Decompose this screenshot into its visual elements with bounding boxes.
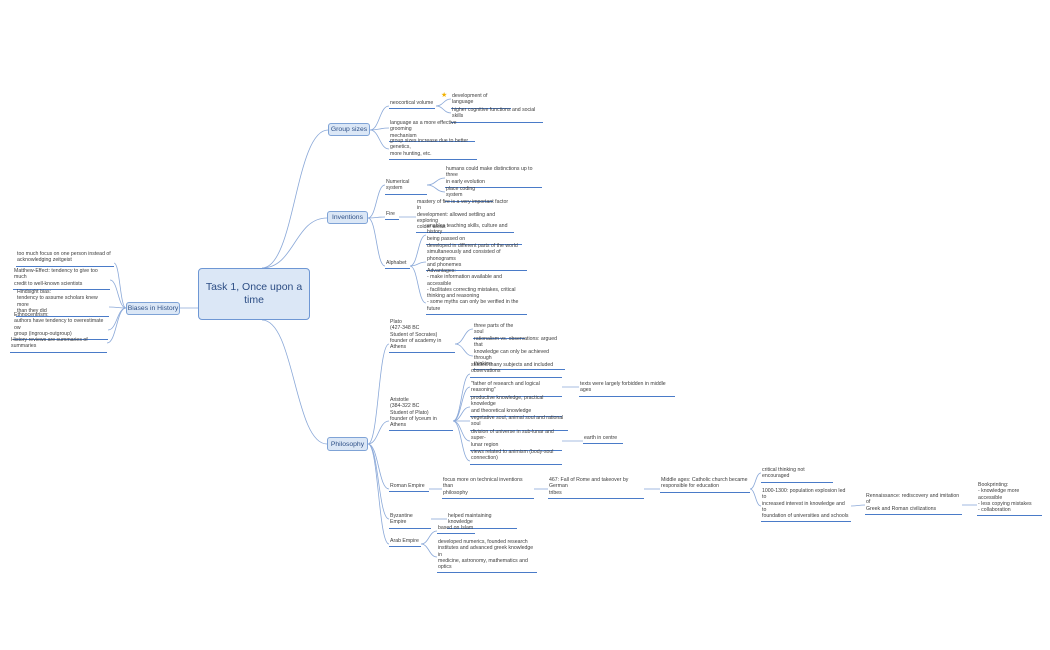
connector-line (409, 265, 427, 304)
node-division-universe[interactable]: division of universe in sub-lunar and su… (470, 429, 562, 451)
root-node-title[interactable]: Task 1, Once upon a time (198, 268, 310, 320)
connector-line (109, 279, 127, 309)
connector-line (106, 307, 127, 344)
connector-line (454, 328, 474, 345)
connector-root-philosophy (261, 319, 328, 445)
node-population-explosion[interactable]: 1000-1300: population explosion led to i… (761, 488, 851, 523)
node-critical-thinking[interactable]: critical thinking not encouraged (761, 467, 833, 483)
node-group-sizes-increase[interactable]: group sizes increase due to better genet… (389, 138, 477, 160)
branch-inventions[interactable]: Inventions (327, 211, 368, 224)
node-rationalism[interactable]: rationalism vs. observations: argued tha… (473, 336, 565, 371)
connector-line (107, 307, 127, 331)
node-fall-of-rome[interactable]: 467: Fall of Rome and takeover by German… (548, 477, 644, 499)
connector-line (452, 420, 471, 442)
node-advantages[interactable]: Advantages: - make information available… (426, 268, 527, 316)
node-plato[interactable]: Plato (427-348 BC Student of Socrates) f… (389, 319, 455, 354)
node-bookprinting[interactable]: Bookprinting: - knowledge more accessibl… (977, 482, 1042, 517)
connector-line (850, 504, 866, 507)
connector-root-inventions (261, 217, 328, 269)
node-place-coding-system[interactable]: place coding system (445, 186, 493, 202)
connector-line (367, 443, 390, 520)
connector-line (452, 373, 471, 422)
node-based-on-islam[interactable]: based on Islam (437, 525, 475, 535)
connector-line (452, 386, 471, 422)
node-bias-hindsight[interactable]: Hindsight bias: tendency to assume schol… (16, 289, 109, 318)
node-animism[interactable]: views related to animism (body-soul conn… (470, 449, 562, 465)
node-vegetative-soul[interactable]: vegetative soul, animal soul and rationa… (470, 415, 568, 431)
node-texts-forbidden[interactable]: texts were largely forbidden in middle a… (579, 381, 675, 397)
node-fire-detail[interactable]: mastery of fire is a very important fact… (416, 199, 514, 234)
node-language-grooming[interactable]: language as a more effective grooming me… (389, 120, 475, 142)
connector-line (113, 262, 127, 309)
node-developed-parts-world[interactable]: developed in different parts of the worl… (426, 243, 527, 272)
node-teaching-skills[interactable]: enables teaching skills, culture and his… (426, 223, 522, 245)
connector-line (367, 420, 390, 445)
connector-line (369, 129, 390, 150)
connector-line (420, 530, 438, 545)
node-father-of-research[interactable]: "father of research and logical reasonin… (470, 381, 562, 397)
node-middle-ages[interactable]: Middle ages: Catholic church became resp… (660, 477, 750, 493)
node-development-of-language[interactable]: development of language (451, 93, 511, 109)
connector-line (749, 472, 762, 490)
node-bias-ethnocentrism[interactable]: Ethnocentrism: authors have tendency to … (13, 312, 108, 341)
node-roman-empire[interactable]: Roman Empire (389, 483, 429, 493)
connector-line (452, 420, 471, 462)
node-byzantine-empire[interactable]: Byzantine Empire (389, 513, 431, 529)
connector-line (369, 105, 390, 131)
node-helped-maintaining[interactable]: helped maintaining knowledge (447, 513, 517, 529)
node-neocortical-volume[interactable]: neocortical volume (389, 100, 435, 110)
connector-line (452, 406, 471, 422)
connector-line (367, 343, 390, 445)
node-higher-cognitive-functions[interactable]: higher cognitive functions and social sk… (451, 107, 543, 123)
connector-line (367, 184, 386, 219)
connector-line (367, 217, 386, 267)
node-aristotle[interactable]: Aristotle (384-322 BC Student of Plato) … (389, 397, 453, 432)
node-fire[interactable]: Fire (385, 211, 399, 221)
node-renaissance[interactable]: Rennaissance: rediscovery and imitation … (865, 493, 962, 515)
node-three-parts-soul[interactable]: three parts of the soul (473, 323, 525, 339)
node-bias-zeitgeist[interactable]: too much focus on one person instead of … (16, 251, 114, 267)
connector-line (367, 216, 386, 219)
node-arab-empire[interactable]: Arab Empire (389, 538, 421, 548)
branch-philosophy[interactable]: Philosophy (327, 437, 368, 451)
node-developed-numerics[interactable]: developed numerics, founded research ins… (437, 539, 537, 574)
node-alphabet[interactable]: Alphabet (385, 260, 410, 270)
node-earth-in-centre[interactable]: earth in centre (583, 435, 623, 445)
connector-line (409, 261, 427, 267)
node-history-reviews[interactable]: History reviews are summaries of summari… (10, 337, 107, 353)
connector-line (367, 443, 390, 545)
connector-line (409, 234, 427, 267)
connector-root-group-sizes (261, 129, 329, 269)
node-distinctions-three[interactable]: humans could make distinctions up to thr… (445, 166, 542, 188)
node-numerical-system[interactable]: Numerical system (385, 179, 427, 195)
connector-line (749, 488, 762, 507)
node-bias-matthew-effect[interactable]: Matthew-Effect: tendency to give too muc… (13, 268, 110, 290)
node-technical-inventions[interactable]: focus more on technical inventions than … (442, 477, 534, 499)
connector-line (454, 343, 474, 357)
connector-line (426, 177, 446, 186)
node-studied-subjects[interactable]: studied many subjects and included obser… (470, 362, 562, 378)
branch-group-sizes[interactable]: Group sizes (328, 123, 370, 136)
connector-line (420, 543, 438, 558)
connector-line (426, 184, 446, 193)
connector-line (435, 98, 452, 107)
node-productive-knowledge[interactable]: productive knowledge, practical knowledg… (470, 395, 562, 417)
star-icon: ★ (441, 92, 448, 99)
branch-biases-in-history[interactable]: Biases in History (126, 302, 180, 315)
connector-line (435, 105, 452, 114)
